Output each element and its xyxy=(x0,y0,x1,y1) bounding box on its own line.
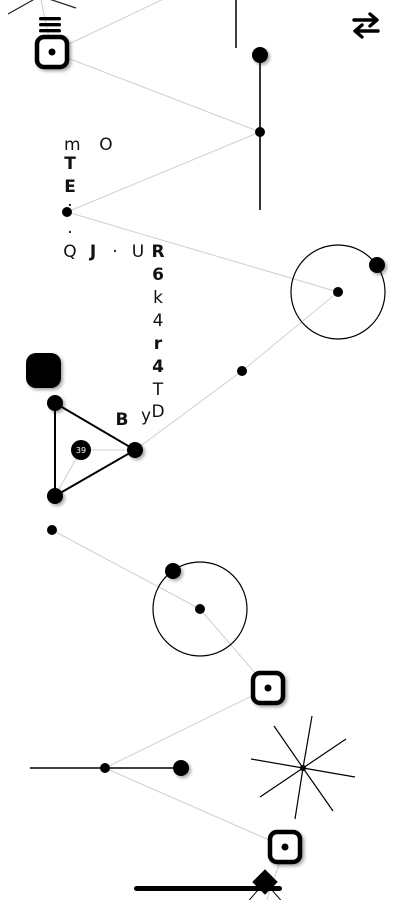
letter-chip-6[interactable]: 6 xyxy=(152,265,164,285)
letter-chip-o[interactable]: O xyxy=(99,135,113,155)
letter-chip-u[interactable]: U xyxy=(131,242,145,262)
rounded-square-node-2[interactable] xyxy=(250,670,286,706)
letter-chip-r-2[interactable]: r xyxy=(153,334,163,354)
rounded-square-node-1[interactable] xyxy=(34,34,70,70)
vertical-rod-node[interactable] xyxy=(252,47,268,210)
pivot-node-1[interactable] xyxy=(62,207,72,217)
letter-chip-t[interactable]: T xyxy=(64,154,76,174)
solid-block-node[interactable] xyxy=(26,353,61,388)
letter-chip-4-1[interactable]: 4 xyxy=(152,311,164,331)
letter-chip-r-1[interactable]: R xyxy=(151,242,165,262)
letter-chip-dot-1[interactable]: · xyxy=(67,196,73,216)
rounded-square-node-3[interactable] xyxy=(267,829,303,865)
letter-chip-t-2[interactable]: T xyxy=(152,380,164,400)
orbit-node-1[interactable] xyxy=(290,244,386,340)
hamburger-menu-icon[interactable] xyxy=(34,10,66,42)
horizontal-rod-node[interactable] xyxy=(30,760,189,776)
letter-chip-k[interactable]: k xyxy=(153,288,163,308)
pivot-node-3[interactable] xyxy=(47,525,57,535)
star-burst-node[interactable] xyxy=(250,715,356,820)
letter-chip-d[interactable]: D xyxy=(151,402,165,422)
letter-chip-b[interactable]: B xyxy=(115,410,129,430)
letter-chip-j[interactable]: J xyxy=(89,242,97,262)
letter-chip-m[interactable]: m xyxy=(64,135,81,155)
top-star-node[interactable] xyxy=(7,0,77,15)
swap-arrows-icon[interactable] xyxy=(350,10,382,42)
home-indicator[interactable] xyxy=(134,886,282,891)
letter-chip-4-2[interactable]: 4 xyxy=(152,357,164,377)
letter-chip-e[interactable]: E xyxy=(64,177,76,197)
letter-chip-q[interactable]: Q xyxy=(63,242,77,262)
letter-chip-y[interactable]: y xyxy=(140,406,152,426)
letter-chip-dot-2[interactable]: . xyxy=(67,218,73,238)
pivot-node-2[interactable] xyxy=(237,366,247,376)
node-badge-number: 39 xyxy=(76,446,86,455)
node-badge xyxy=(71,440,91,460)
orbit-node-2[interactable] xyxy=(152,561,248,657)
letter-chip-dot-3[interactable]: · xyxy=(112,242,118,262)
connection-lines xyxy=(40,0,339,900)
bottom-partial-node[interactable] xyxy=(245,869,285,900)
triangle-node[interactable]: 39 xyxy=(47,395,143,504)
